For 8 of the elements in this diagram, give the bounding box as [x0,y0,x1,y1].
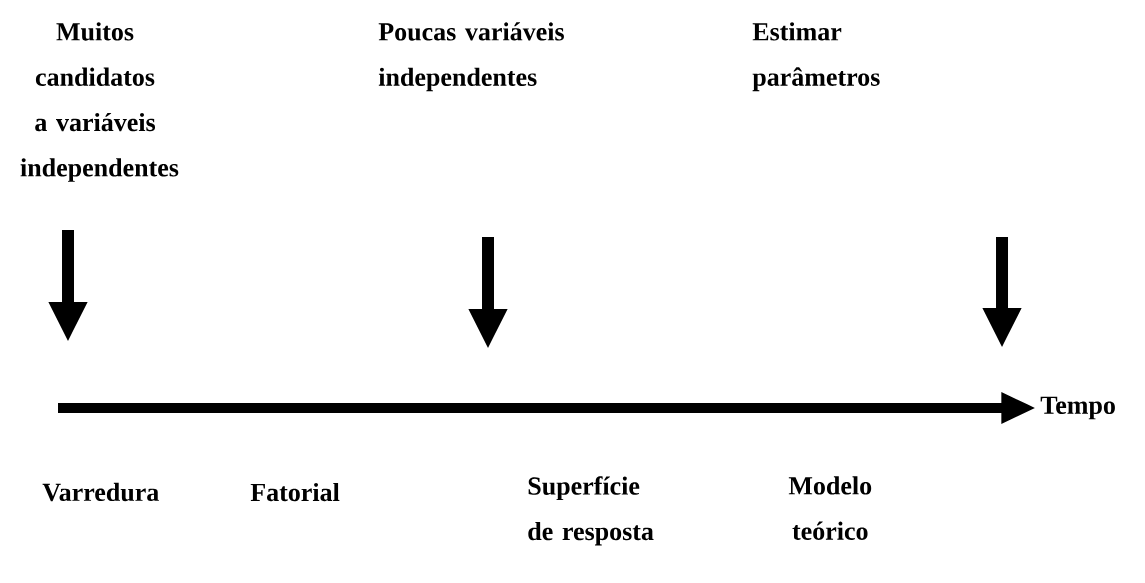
stage-label: Fatorial [250,482,340,502]
note-text: Poucas variáveis independentes [378,22,564,92]
stage-label: Varredura [42,482,159,502]
stage-label: Modelo teórico [788,476,872,540]
note-text: Estimar parâmetros [752,22,880,92]
stage-label: Superfície de resposta [528,476,654,546]
note-text: Muitos candidatos a variáveis independentes [20,22,179,182]
axis-label: Tempo [1040,396,1115,420]
